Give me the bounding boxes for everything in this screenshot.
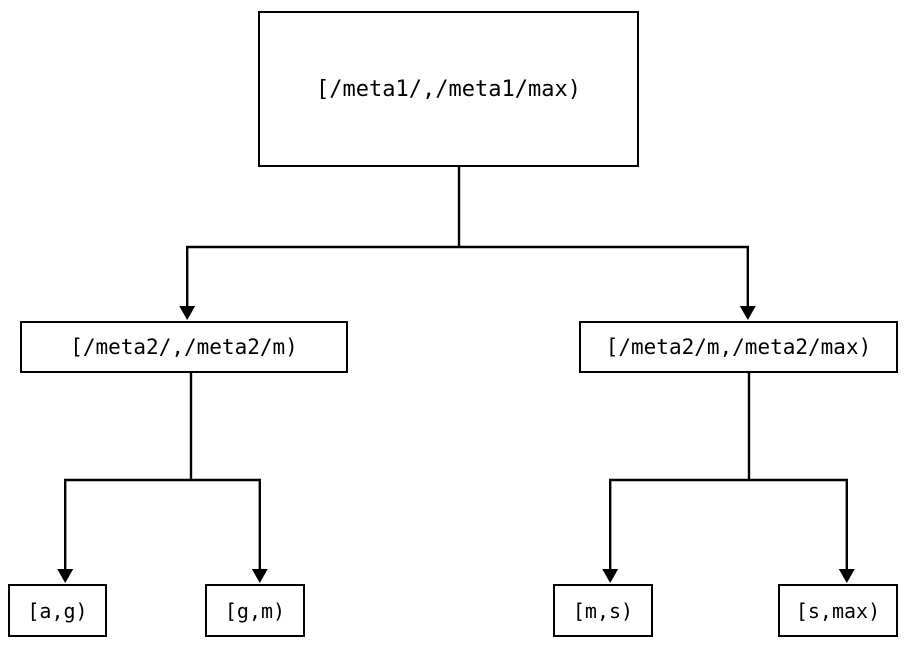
arrowhead-icon-mid-left-to-leaf-1 [57, 569, 74, 583]
node-leaf-s-max-label: [s,max) [795, 598, 881, 623]
node-root[interactable]: [/meta1/,/meta1/max) [258, 11, 639, 167]
node-leaf-m-s[interactable]: [m,s) [553, 584, 653, 637]
arrowhead-icon-mid-left-to-leaf-2 [251, 569, 268, 583]
arrowhead-icon-root-to-mid-right [739, 306, 756, 320]
node-mid-left-label: [/meta2/,/meta2/m) [70, 335, 298, 359]
arrowhead-icon-mid-right-to-leaf-4 [838, 569, 855, 583]
arrowhead-icon-root-to-mid-left [179, 306, 196, 320]
node-mid-right[interactable]: [/meta2/m,/meta2/max) [579, 321, 898, 373]
node-mid-left[interactable]: [/meta2/,/meta2/m) [20, 321, 348, 373]
node-leaf-g-m-label: [g,m) [224, 598, 286, 623]
node-root-label: [/meta1/,/meta1/max) [316, 76, 581, 102]
node-mid-right-label: [/meta2/m,/meta2/max) [605, 335, 872, 359]
node-leaf-g-m[interactable]: [g,m) [205, 584, 305, 637]
node-leaf-s-max[interactable]: [s,max) [778, 584, 898, 637]
arrowhead-icon-mid-right-to-leaf-3 [602, 569, 619, 583]
node-leaf-a-g-label: [a,g) [27, 598, 88, 623]
node-leaf-m-s-label: [m,s) [572, 598, 634, 623]
node-leaf-a-g[interactable]: [a,g) [8, 584, 107, 637]
